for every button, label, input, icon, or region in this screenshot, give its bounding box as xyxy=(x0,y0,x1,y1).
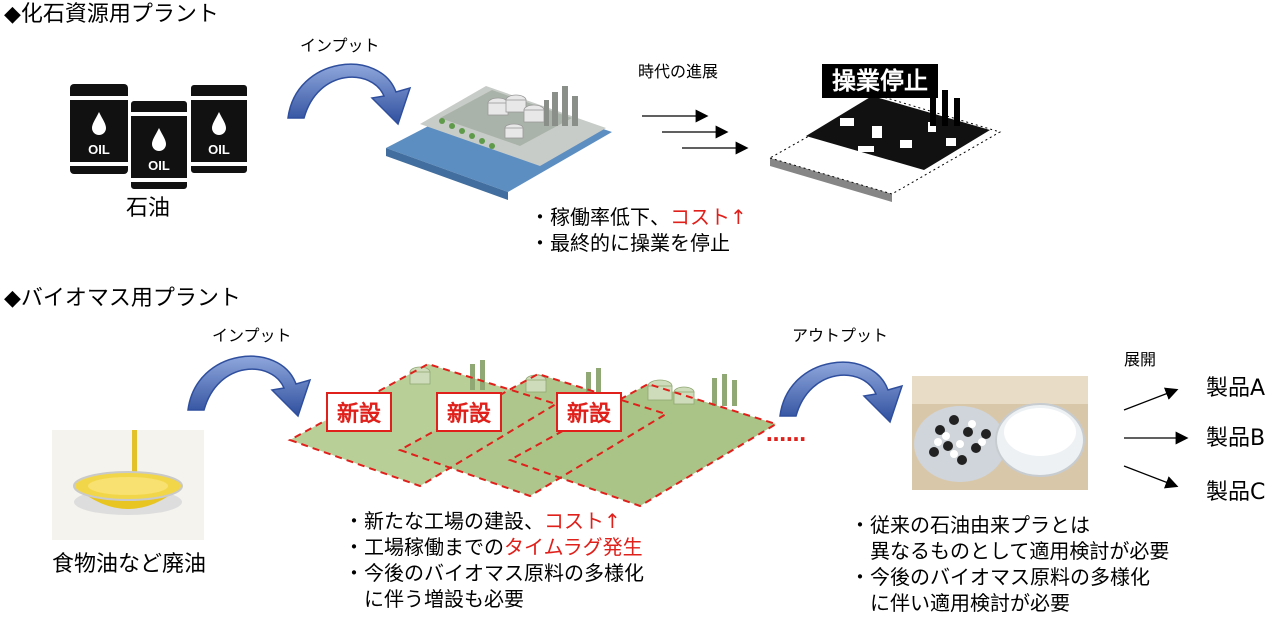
fossil-bullet: ・稼働率低下、コスト↑ xyxy=(530,205,747,229)
cooking-oil-image xyxy=(52,430,204,540)
oil-label: 石油 xyxy=(126,196,171,221)
fossil-plant-image xyxy=(386,86,612,200)
biomass-plants xyxy=(287,360,779,508)
product-a: 製品A xyxy=(1206,376,1266,401)
oil-barrels: OIL OIL OIL xyxy=(70,83,249,191)
waste-oil-label: 食物油など廃油 xyxy=(52,552,207,577)
product-bullet: ・従来の石油由来プラとは xyxy=(850,513,1090,537)
barrel-label: OIL xyxy=(208,142,230,157)
bio-output-curve-arrow-icon xyxy=(779,361,904,424)
product-bullets: ・従来の石油由来プラとは 異なるものとして適用検討が必要 ・今後のバイオマス原料… xyxy=(850,512,1169,616)
expand-label: 展開 xyxy=(1124,350,1157,369)
fossil-heading: ◆化石資源用プラント xyxy=(4,2,219,27)
bio-input-curve-arrow-icon xyxy=(187,355,312,418)
new-plant-badge: 新設 xyxy=(436,392,502,432)
product-c: 製品C xyxy=(1206,480,1266,505)
progress-label: 時代の進展 xyxy=(638,62,719,81)
plant-bullet: ・今後のバイオマス原料の多様化 xyxy=(344,561,644,585)
bio-input-label: インプット xyxy=(212,326,292,345)
stopped-plant-image xyxy=(768,90,1002,202)
product-bullet: に伴い適用検討が必要 xyxy=(850,591,1070,615)
barrel-icon: OIL xyxy=(129,99,189,191)
bio-heading: ◆バイオマス用プラント xyxy=(4,286,241,311)
barrel-label: OIL xyxy=(88,142,110,157)
product-bullet: ・今後のバイオマス原料の多様化 xyxy=(850,565,1150,589)
plant-bullet: ・工場稼働までのタイムラグ発生 xyxy=(344,535,643,559)
fossil-bullets: ・稼働率低下、コスト↑ ・最終的に操業を停止 xyxy=(530,204,747,256)
fossil-input-label: インプット xyxy=(300,36,380,55)
barrel-icon: OIL xyxy=(189,83,249,175)
product-bullet: 異なるものとして適用検討が必要 xyxy=(850,539,1170,563)
dashed-plant-outline xyxy=(287,362,559,488)
input-curve-arrow-icon xyxy=(287,63,412,126)
continuation-dots: …… xyxy=(766,422,806,446)
fossil-bullet: ・最終的に操業を停止 xyxy=(530,231,730,255)
plant-bullets: ・新たな工場の建設、コスト↑ ・工場稼働までのタイムラグ発生 ・今後のバイオマス… xyxy=(344,508,644,612)
stop-label: 操業停止 xyxy=(822,64,938,98)
bio-output-label: アウトプット xyxy=(792,326,889,345)
plant-bullet: ・新たな工場の建設、コスト↑ xyxy=(344,509,621,533)
new-plant-badge: 新設 xyxy=(326,392,392,432)
progress-arrows xyxy=(642,109,749,155)
barrel-label: OIL xyxy=(148,158,170,173)
pellets-image xyxy=(912,376,1088,490)
product-arrows xyxy=(1123,387,1189,489)
plant-bullet: に伴う増設も必要 xyxy=(344,587,524,611)
product-b: 製品B xyxy=(1206,426,1266,451)
new-plant-badge: 新設 xyxy=(556,392,622,432)
barrel-icon: OIL xyxy=(70,84,128,174)
